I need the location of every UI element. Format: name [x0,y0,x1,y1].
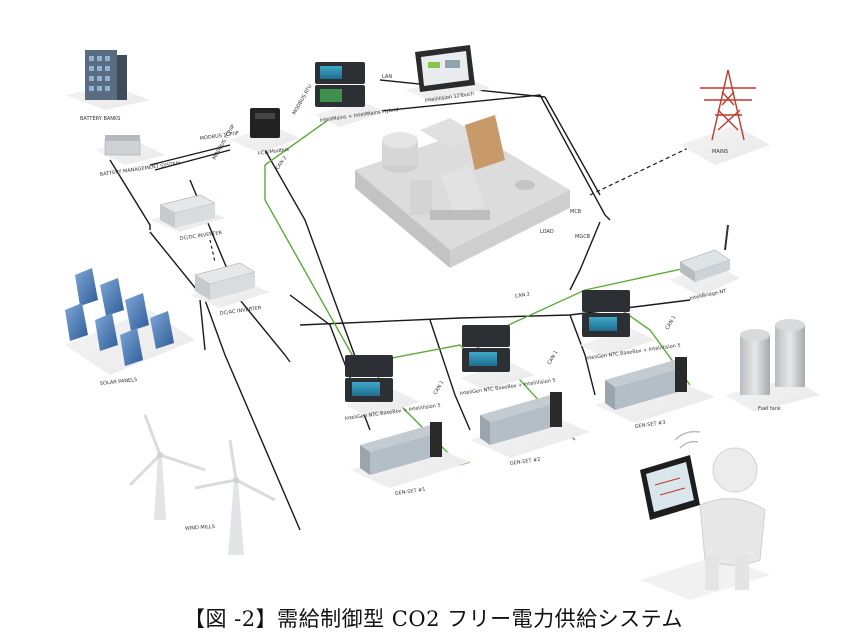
fuel-tank [725,319,820,412]
mains-label: MAINS [712,149,728,155]
solar-panels [65,268,195,375]
can2-label-mid: CAN 2 [514,291,530,300]
system-diagram: BATTERY BANKS BATTERY MANAGEMENT SYSTEM … [65,45,820,600]
lan-label: LAN [382,74,392,80]
dcdc-inverter [150,194,225,232]
genset1-controller [345,355,420,418]
dcac-inverter-label: DC/AC INVERTER [219,305,262,317]
wind-mills-label: WIND MILLS [185,524,215,532]
ul-controller-label: I-CB/Modbus [257,147,289,157]
inverter-dashed-link [209,239,216,263]
can2-label-top: CAN 2 [275,155,289,171]
mgcb-label: MGCB [575,234,591,240]
wind-mills [128,414,276,555]
figure-caption: 【図 -2】需給制御型 CO2 フリー電力供給システム [184,607,683,631]
can1-label-b: CAN 1 [547,350,560,366]
genset2-label: GEN-SET #2 [509,457,540,467]
load-factory [355,115,570,268]
genset1-label: GEN-SET #1 [394,487,425,497]
load-label: LOAD [540,229,554,235]
dcac-inverter [190,262,270,308]
modbus-tcpip-label-2: MODBUS TCP/IP [212,124,237,161]
fuel-tank-label: Fuel tank [758,406,781,412]
ul-controller-device [230,108,300,153]
modbus-tcpip-label-1: MODBUS TCP/IP [199,131,239,142]
genset3-label: GEN-SET #3 [634,420,665,430]
mains-tower [680,69,770,165]
inteli-bridge-device [670,224,740,296]
solar-panels-label: SOLAR PANELS [100,377,138,387]
can1-label-a: CAN 1 [433,380,446,396]
genset3-controller [580,290,655,357]
hybrid-controller-device [315,62,385,127]
genset2-controller [460,325,535,390]
dcdc-inverter-label: DC/DC INVERTER [179,230,222,242]
genset3 [595,357,715,423]
modbus-rtu-label: MODBUS RTU [292,83,314,116]
battery-banks-label: BATTERY BANKS [80,116,120,122]
genset2 [470,392,590,458]
mains-dashed-line [589,139,706,196]
touch-panel-device [405,45,490,103]
person-with-tablet [640,430,770,600]
battery-banks [65,50,150,110]
mcb-label: MCB [570,209,582,215]
genset1 [350,422,470,488]
battery-management-system [95,135,165,165]
can1-label-c: CAN 1 [665,315,678,331]
black-wiring [109,79,691,531]
